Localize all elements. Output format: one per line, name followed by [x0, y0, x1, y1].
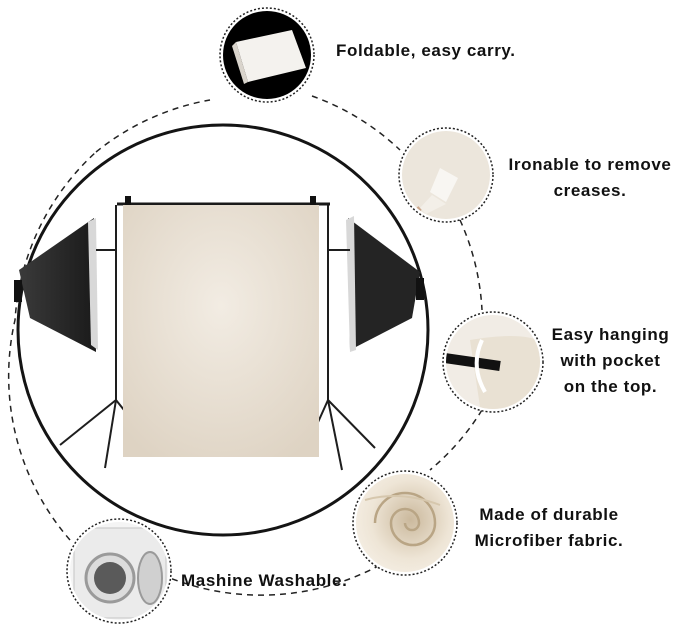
dashed-connector [7, 95, 483, 596]
feature-washable-line-1: Mashine Washable. [181, 571, 348, 590]
feature-durable-line-1: Made of durable [479, 505, 619, 524]
fabric-thumbnail [352, 470, 458, 576]
feature-foldable-line-1: Foldable, easy carry. [336, 41, 516, 60]
feature-hanging-line-3: on the top. [563, 377, 658, 396]
backdrop-sheet [123, 205, 319, 457]
ironable-thumbnail [398, 127, 494, 223]
feature-hanging-line-2: with pocket [560, 351, 661, 370]
feature-durable: Made of durable Microfiber fabric. [466, 502, 632, 554]
feature-ironable-line-2: creases. [553, 181, 627, 200]
washer-thumbnail [66, 518, 172, 624]
left-softbox [14, 218, 98, 352]
hanging-thumbnail [442, 311, 544, 413]
feature-ironable-line-1: Ironable to remove [508, 155, 672, 174]
feature-ironable: Ironable to remove creases. [505, 152, 675, 204]
feature-hanging-line-1: Easy hanging [551, 325, 670, 344]
feature-foldable: Foldable, easy carry. [336, 38, 516, 64]
feature-hanging: Easy hanging with pocket on the top. [548, 322, 673, 400]
feature-durable-line-2: Microfiber fabric. [474, 531, 624, 550]
feature-washable: Mashine Washable. [181, 568, 347, 594]
foldable-thumbnail [219, 7, 315, 103]
